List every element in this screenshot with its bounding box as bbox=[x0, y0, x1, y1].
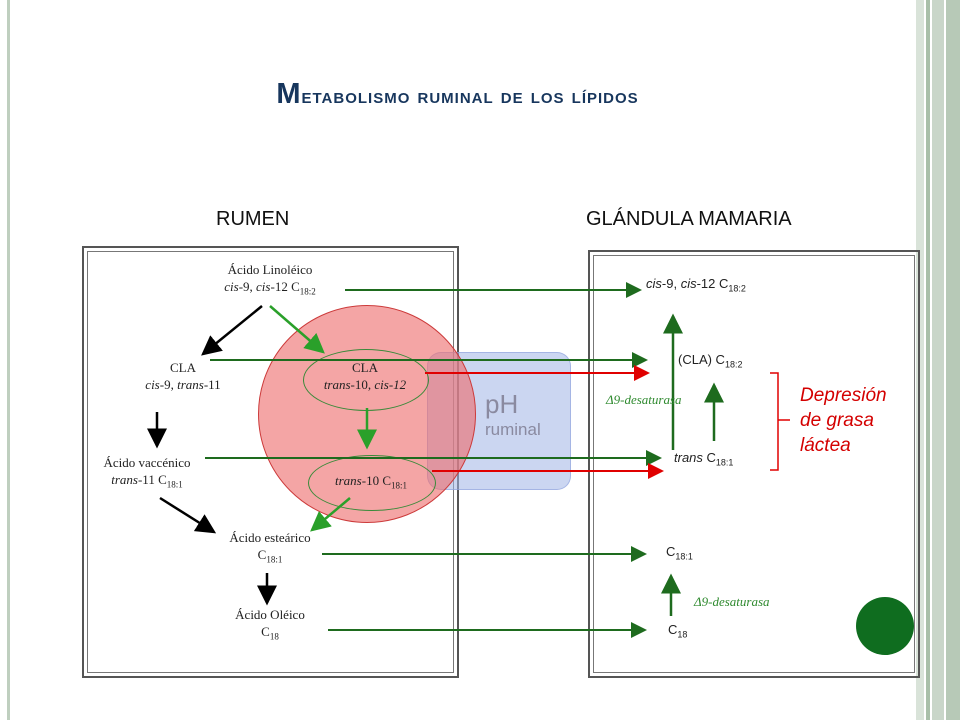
rumen-header: RUMEN bbox=[216, 208, 290, 230]
label-acido-vaccenico: Ácido vaccénico trans-11 C18:1 bbox=[103, 455, 191, 490]
mammary-header: GLÁNDULA MAMARIA bbox=[586, 208, 792, 230]
label-acido-estearico: Ácido esteárico C18:1 bbox=[229, 530, 311, 565]
label-mam-cis9-cis12: cis-9, cis-12 C18:2 bbox=[646, 276, 746, 294]
mammary-box bbox=[588, 250, 920, 678]
trans10-ellipse bbox=[308, 455, 436, 511]
ph-label: pH ruminal bbox=[485, 389, 541, 439]
left-frame-bar bbox=[7, 0, 10, 720]
arrow-lin-to-cla2 bbox=[269, 305, 325, 354]
label-acido-oleico: Ácido Oléico C18 bbox=[235, 607, 305, 642]
label-mam-c181: C18:1 bbox=[666, 544, 693, 562]
label-desaturasa-1: Δ9-desaturasa bbox=[606, 392, 682, 407]
arrow-lin-to-cla1 bbox=[201, 305, 263, 356]
label-trans10-c181: trans-10 C18:1 bbox=[335, 473, 407, 491]
right-frame-bars bbox=[916, 0, 960, 720]
decorative-green-circle bbox=[856, 597, 914, 655]
label-mam-trans-c181: trans C18:1 bbox=[674, 450, 734, 468]
label-cla-trans10: CLA trans-10, cis-12 bbox=[323, 360, 407, 392]
label-cla-cis9: CLA cis-9, trans-11 bbox=[145, 360, 221, 392]
arrow-vacc-to-est bbox=[159, 496, 217, 534]
label-mam-cla: (CLA) C18:2 bbox=[678, 352, 743, 370]
slide-title: Metabolismo ruminal de los lípidos bbox=[276, 78, 639, 110]
label-depresion-grasa: Depresión de grasa láctea bbox=[800, 385, 887, 457]
label-acido-linoleico: Ácido Linoléico cis-9, cis-12 C18:2 bbox=[224, 262, 316, 297]
arrow-trans10-to-est bbox=[310, 497, 351, 532]
depresion-bracket bbox=[770, 372, 790, 471]
label-mam-c18: C18 bbox=[668, 622, 688, 640]
label-desaturasa-2: Δ9-desaturasa bbox=[694, 594, 770, 609]
